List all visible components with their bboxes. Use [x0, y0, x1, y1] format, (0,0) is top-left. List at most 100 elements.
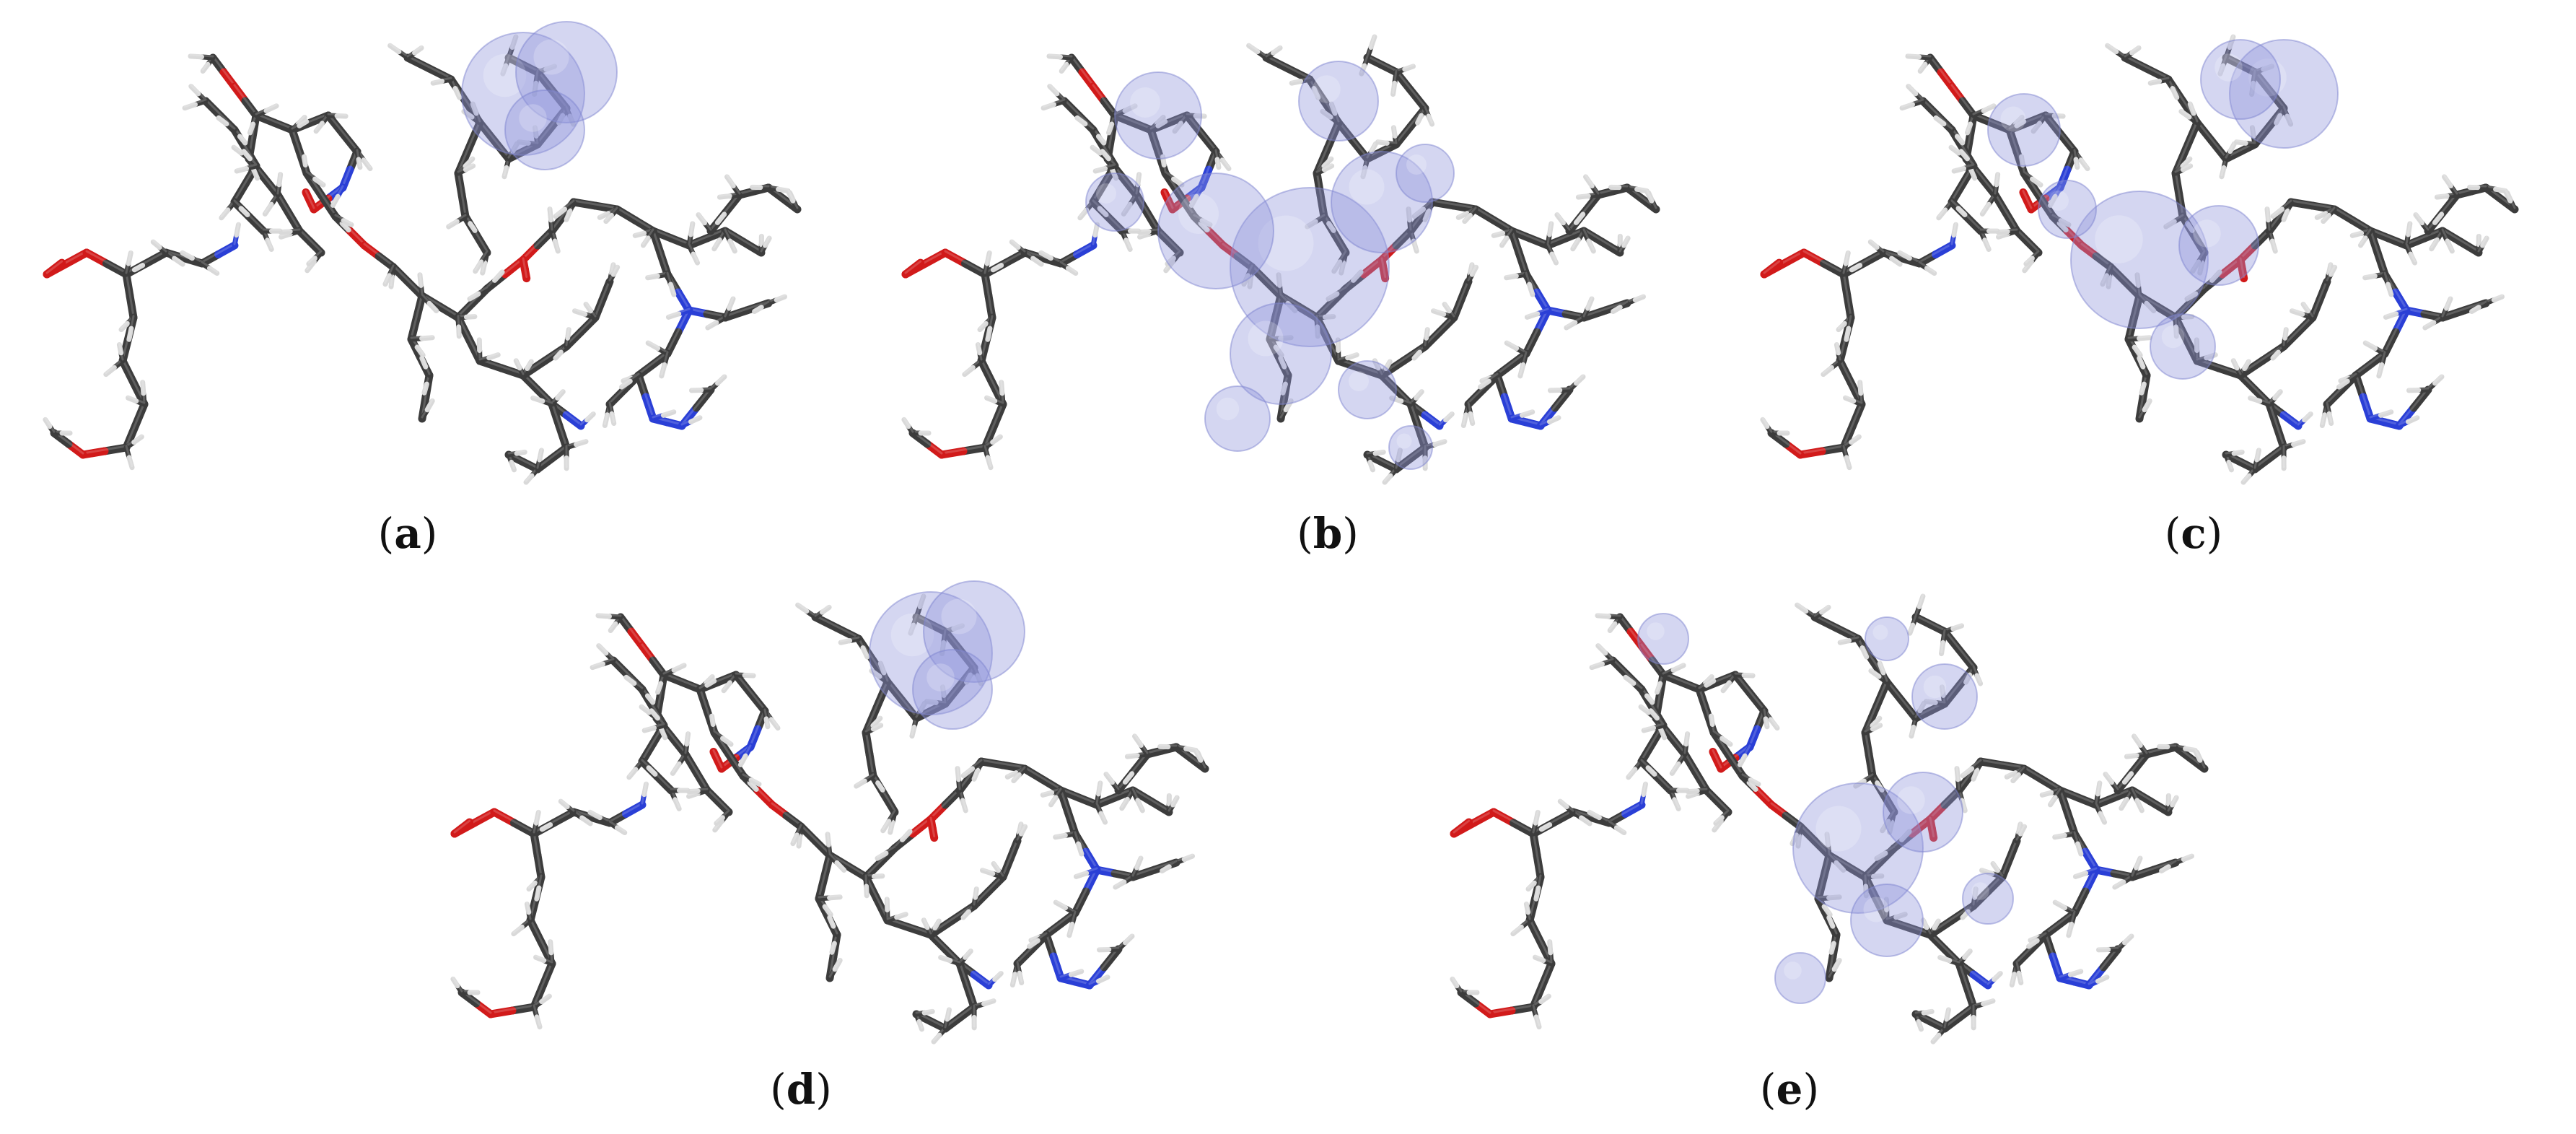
bond-highlight — [1864, 873, 1883, 877]
bond-stick — [880, 819, 892, 834]
isosurface-sheen — [1647, 622, 1665, 640]
bond-stick — [2282, 327, 2289, 341]
bond-highlight — [828, 915, 838, 935]
bond-highlight — [1510, 228, 1549, 245]
bond-highlight — [2087, 974, 2108, 985]
bond-highlight — [1885, 679, 1917, 718]
bond-stick — [1090, 144, 1103, 156]
bond-stick — [1932, 241, 1956, 258]
bond-stick — [827, 894, 843, 901]
bond-highlight — [1054, 899, 1077, 913]
bond-stick — [1990, 861, 2001, 873]
bond-highlight — [2127, 335, 2151, 339]
bond-highlight — [2054, 831, 2076, 837]
bond-stick — [1098, 811, 1108, 825]
bond-highlight — [641, 228, 654, 245]
bond-stick — [2187, 101, 2196, 116]
bond-highlight — [2138, 293, 2177, 318]
bond-highlight — [2023, 170, 2042, 185]
bond-highlight — [183, 98, 207, 108]
bond-highlight — [2333, 206, 2372, 231]
bond-highlight — [1135, 172, 1141, 195]
bond-highlight — [1392, 69, 1398, 95]
bond-stick — [1321, 163, 1335, 173]
bond-highlight — [1885, 897, 1888, 920]
bond-highlight — [2268, 389, 2282, 404]
bond-stick — [1132, 733, 1144, 748]
bond-highlight — [1074, 867, 1098, 876]
bond-stick — [2181, 314, 2195, 320]
bond-highlight — [1981, 192, 1997, 214]
bond-highlight — [1042, 98, 1066, 108]
bond-highlight — [1546, 221, 1553, 245]
bond-stick — [500, 63, 509, 77]
bond-stick — [103, 365, 117, 378]
bond-stick — [667, 282, 677, 297]
bond-stick — [2248, 395, 2263, 404]
bond-highlight — [1315, 170, 1326, 217]
bond-highlight — [1950, 199, 1966, 214]
bond-highlight — [1532, 961, 1553, 1007]
bond-highlight — [1828, 957, 1841, 978]
bond-highlight — [939, 954, 961, 964]
bond-highlight — [457, 170, 467, 217]
bond-stick — [1897, 250, 1912, 261]
bond-highlight — [1770, 802, 1802, 826]
bond-stick — [2226, 459, 2234, 473]
bond-stick — [523, 473, 535, 485]
bond-highlight — [608, 264, 619, 282]
bond-highlight — [688, 228, 727, 245]
bond-highlight — [886, 917, 932, 935]
bond-stick — [1323, 118, 1343, 152]
bond-highlight — [128, 315, 135, 339]
bond-stick — [356, 157, 363, 170]
bond-stick — [2078, 157, 2090, 172]
bond-stick — [296, 115, 307, 126]
bond-highlight — [2044, 910, 2076, 935]
bond-stick — [564, 208, 573, 222]
bond-highlight — [2477, 235, 2488, 253]
bond-highlight — [276, 172, 282, 195]
bond-stick — [1638, 704, 1652, 715]
bond-highlight — [799, 824, 831, 855]
bond-highlight — [2008, 118, 2025, 130]
bond-highlight — [2364, 271, 2386, 278]
bond-highlight — [1413, 199, 1434, 217]
bond-stick — [1289, 79, 1304, 86]
bond-highlight — [2174, 170, 2184, 217]
bond-highlight — [666, 308, 691, 354]
bond-highlight — [551, 401, 568, 448]
bond-highlight — [489, 1004, 535, 1014]
bond-stick — [1992, 971, 2003, 982]
bond-highlight — [2311, 279, 2329, 318]
bond-highlight — [1525, 902, 1531, 920]
bond-stick — [877, 660, 887, 676]
bond-stick — [1457, 818, 1473, 832]
bond-stick — [1927, 824, 1938, 842]
bond-stick — [704, 678, 717, 688]
bond-stick — [786, 189, 796, 204]
bond-highlight — [1997, 228, 2018, 232]
bond-highlight — [121, 358, 146, 404]
bond-stick — [302, 154, 308, 168]
bond-highlight — [828, 852, 867, 877]
caption-a: (a) — [377, 509, 438, 558]
bond-stick — [1092, 222, 1100, 238]
bond-stick — [832, 957, 843, 972]
bond-stick — [558, 798, 570, 810]
bond-stick — [2019, 188, 2031, 205]
bond-highlight — [983, 445, 992, 468]
bond-stick — [2261, 64, 2275, 72]
bond-highlight — [1565, 315, 1585, 328]
bond-stick — [126, 395, 139, 404]
bond-highlight — [2133, 733, 2148, 754]
bond-stick — [1767, 258, 1784, 273]
bond-highlight — [2326, 264, 2336, 282]
bond-stick — [1868, 668, 1882, 679]
bond-stick — [1030, 256, 1044, 267]
bond-stick — [1916, 593, 1926, 610]
bond-stick — [1311, 86, 1321, 100]
bond-stick — [1367, 459, 1375, 473]
bond-stick — [2132, 344, 2143, 358]
bond-highlight — [1131, 860, 1178, 877]
